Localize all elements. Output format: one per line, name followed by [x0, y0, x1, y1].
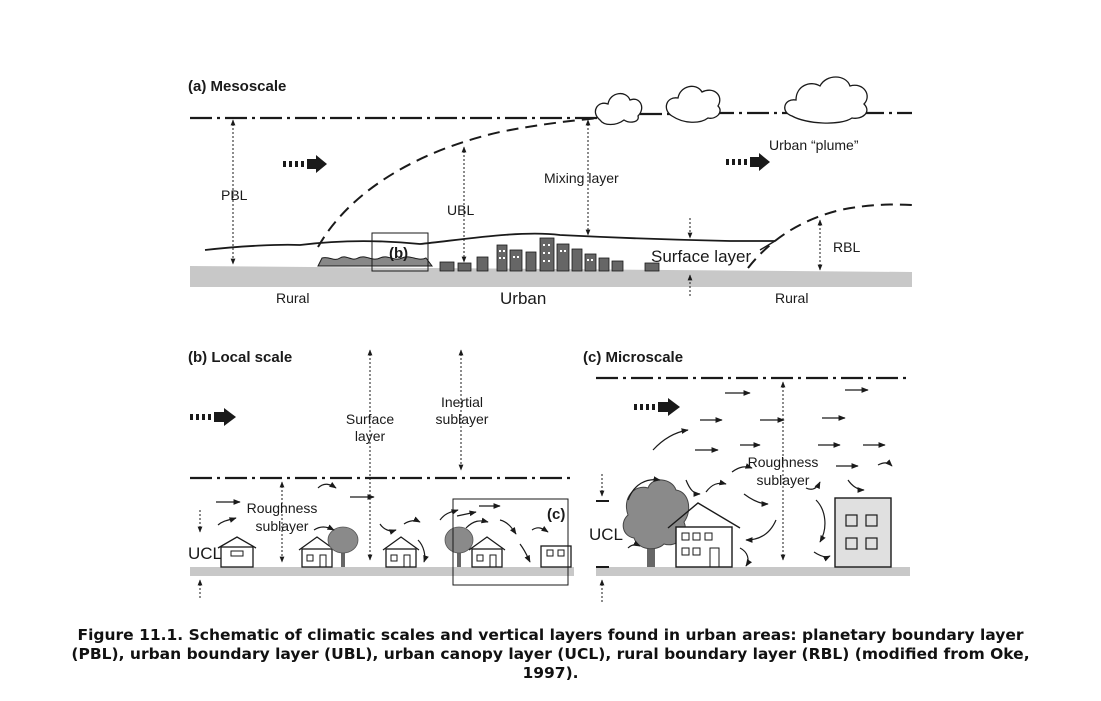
- tree-c: [622, 479, 690, 567]
- surface-layer-b-label-2: layer: [355, 428, 386, 444]
- tall-building-c: [834, 497, 892, 568]
- house-c: [667, 502, 741, 568]
- roughness-sublayer-b-label-2: sublayer: [256, 518, 309, 534]
- house-b-5: [540, 545, 572, 568]
- house-b-3: [382, 536, 420, 568]
- surface-layer-a-label: Surface layer: [651, 247, 751, 266]
- urban-label: Urban: [500, 289, 546, 308]
- panel-b-local-scale: (b) Local scale Surface layer Inertial s…: [188, 349, 574, 598]
- house-b-4: [468, 536, 506, 568]
- rbl-label: RBL: [833, 239, 860, 255]
- wind-arrow-a-left: [283, 155, 327, 173]
- turbulence-arrows-c: [627, 387, 893, 567]
- mixing-layer-label: Mixing layer: [544, 170, 619, 186]
- city-buildings: [439, 237, 660, 272]
- panel-a-mesoscale: (a) Mesoscale: [188, 76, 913, 308]
- rbl-top-dashed: [747, 203, 913, 269]
- surface-layer-line-left-break: [759, 240, 776, 251]
- panel-b-title: (b) Local scale: [188, 349, 292, 366]
- detail-box-b: [371, 232, 429, 272]
- inertial-sublayer-label-1: Inertial: [441, 394, 483, 410]
- figure-caption: Figure 11.1. Schematic of climatic scale…: [71, 626, 1030, 682]
- building-windows: [499, 244, 593, 262]
- roughness-sublayer-c-label-2: sublayer: [757, 472, 810, 488]
- pbl-label: PBL: [221, 187, 248, 203]
- surface-layer-line: [204, 232, 775, 251]
- cloud-2: [665, 85, 721, 123]
- ubl-label: UBL: [447, 202, 474, 218]
- rough-vegetation: [317, 256, 433, 267]
- urban-plume-label: Urban “plume”: [769, 137, 859, 153]
- cloud-1: [594, 93, 643, 126]
- inertial-sublayer-label-2: sublayer: [436, 411, 489, 427]
- panel-c-title: (c) Microscale: [583, 349, 683, 366]
- house-b-1: [217, 536, 257, 568]
- rural-left-label: Rural: [276, 290, 309, 306]
- detail-box-c: [452, 498, 569, 586]
- cloud-3: [784, 76, 868, 124]
- panel-a-title: (a) Mesoscale: [188, 78, 286, 95]
- detail-box-c-label: (c): [547, 506, 565, 523]
- panel-c-microscale: (c) Microscale UCL Roughness sublayer: [583, 349, 910, 602]
- ground-c: [596, 567, 910, 576]
- surface-layer-b-label-1: Surface: [346, 411, 394, 427]
- turbulence-arrows-b: [216, 482, 549, 563]
- wind-arrow-c: [634, 398, 680, 416]
- roughness-sublayer-c-label-1: Roughness: [748, 454, 819, 470]
- roughness-sublayer-b-label-1: Roughness: [247, 500, 318, 516]
- ucl-b-label: UCL: [188, 544, 222, 563]
- detail-box-b-label: (b): [389, 245, 408, 262]
- tree-b-2: [444, 526, 474, 567]
- wind-arrow-b: [190, 408, 236, 426]
- wind-arrow-a-right: [726, 153, 770, 171]
- ground-a: [190, 266, 912, 287]
- ground-b: [190, 567, 574, 576]
- ucl-c-label: UCL: [589, 525, 623, 544]
- rural-right-label: Rural: [775, 290, 808, 306]
- tree-b-1: [327, 526, 359, 567]
- ubl-top-dashed: [317, 117, 599, 248]
